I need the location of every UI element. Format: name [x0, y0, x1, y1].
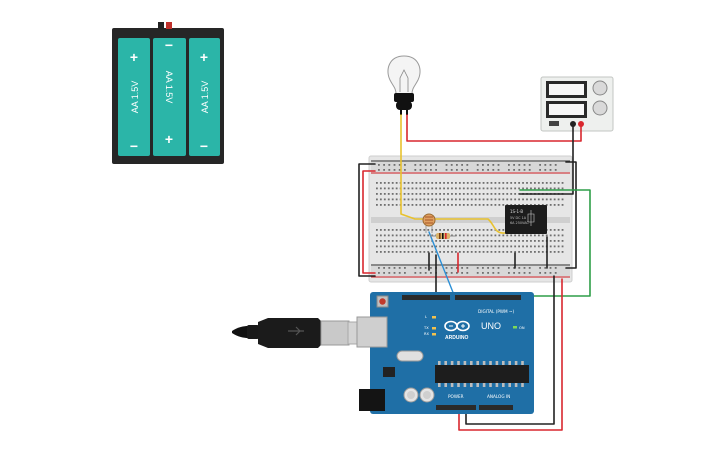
wire-rail-right-black[interactable] [565, 161, 577, 269]
relay-line3: 6A 250VAC [510, 221, 529, 225]
battery-cell-1-bottom: − [130, 138, 138, 154]
battery-cell-3-label: AA 1.5V [200, 81, 210, 114]
battery-cell-2: − AA 1.5V + [153, 37, 186, 156]
breadboard[interactable] [368, 155, 573, 283]
resistor[interactable] [430, 233, 456, 239]
battery-cell-2-top: − [165, 37, 173, 53]
led-rx-label: RX [424, 332, 429, 336]
usb-cable[interactable] [232, 318, 373, 348]
relay-line2: 5V DC 1A [510, 216, 527, 220]
battery-cell-2-bottom: + [165, 131, 173, 147]
on-label: ON [519, 326, 525, 330]
battery-cell-3: + AA 1.5V − [189, 38, 220, 156]
arduino-uno[interactable]: DIGITAL (PWM ~) ARDUINO UNO L TX RX ON P… [356, 292, 534, 414]
power-supply[interactable] [540, 76, 614, 132]
arduino-logo-icon [444, 320, 470, 332]
digital-header-left[interactable] [402, 295, 450, 300]
battery-cell-1-top: + [130, 49, 138, 65]
digital-header-right[interactable] [455, 295, 521, 300]
battery-cell-1-label: AA 1.5V [130, 81, 140, 114]
led-tx-label: TX [423, 326, 429, 330]
photoresistor[interactable] [422, 213, 436, 233]
psu-terminal-negative[interactable] [570, 121, 576, 127]
analog-header[interactable] [479, 405, 513, 410]
relay-model: 1S-1-B [510, 209, 523, 214]
voltage-knob[interactable] [592, 80, 608, 96]
battery-cell-3-top: + [200, 49, 208, 65]
battery-cell-2-label: AA 1.5V [164, 71, 174, 104]
arduino-model: UNO [481, 321, 501, 331]
wire-gnd-arduino-black[interactable] [465, 275, 555, 425]
usb-port[interactable] [356, 316, 388, 348]
wire-psu-breadboard-black[interactable] [519, 125, 574, 195]
light-bulb[interactable] [387, 55, 421, 115]
power-header-label: POWER [448, 394, 464, 399]
led-l-label: L [425, 315, 427, 319]
arduino-brand: ARDUINO [445, 335, 468, 341]
relay[interactable]: 1S-1-B 5V DC 1A 6A 250VAC [505, 205, 547, 234]
wire-bulb-psu-red[interactable] [406, 114, 582, 142]
wire-rail-left-red[interactable] [362, 170, 376, 274]
power-header[interactable] [436, 405, 476, 410]
power-jack[interactable] [359, 389, 385, 411]
microcontroller-chip [435, 365, 529, 383]
current-knob[interactable] [592, 100, 608, 116]
psu-terminal-positive[interactable] [578, 121, 584, 127]
analog-header-label: ANALOG IN [487, 394, 510, 399]
wire-5v-arduino-red[interactable] [458, 278, 563, 431]
wire-relay-arduino-green[interactable] [510, 189, 591, 297]
digital-header-label: DIGITAL (PWM ~) [478, 309, 514, 314]
wire-rail-left-black[interactable] [358, 163, 376, 277]
battery-cell-3-bottom: − [200, 138, 208, 154]
battery-pack[interactable]: + AA 1.5V − − AA 1.5V + + AA 1.5V − [112, 22, 224, 164]
battery-cell-1: + AA 1.5V − [118, 38, 150, 156]
wires [358, 114, 591, 431]
